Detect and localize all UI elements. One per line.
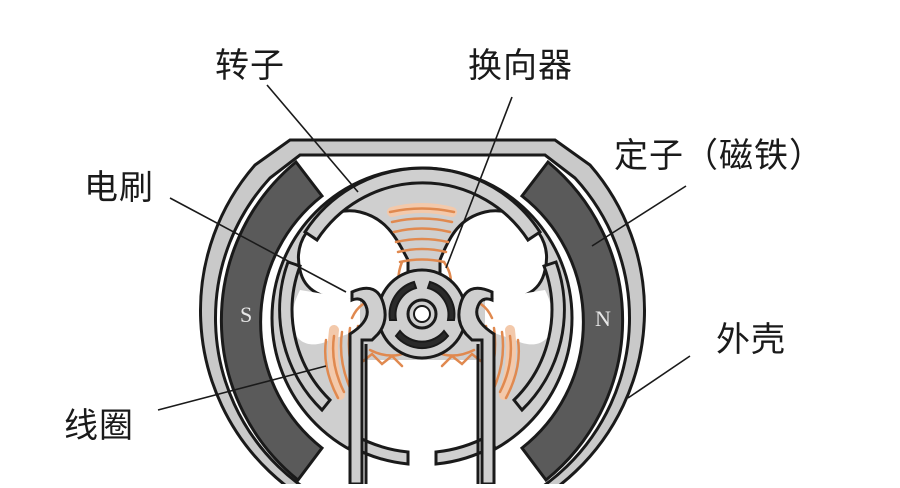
label-commutator: 换向器: [468, 46, 573, 86]
leader-commutator: [445, 96, 513, 269]
pole-north-letter: N: [595, 306, 611, 331]
leader-rotor: [266, 84, 359, 193]
magnet-north: [519, 159, 625, 483]
commutator: [376, 268, 468, 360]
label-brush: 电刷: [84, 168, 154, 208]
leader-stator: [591, 185, 687, 247]
rotor: [270, 166, 574, 484]
label-coil: 线圈: [64, 406, 134, 446]
label-stator: 定子（磁铁）: [614, 136, 824, 176]
label-shell: 外壳: [716, 320, 786, 360]
label-rotor: 转子: [215, 46, 285, 86]
magnet-south: [219, 159, 325, 483]
leader-shell: [627, 355, 691, 399]
leader-coil: [157, 365, 327, 411]
leader-lines: [157, 84, 691, 411]
brushes: [348, 286, 496, 484]
stator-magnets: [219, 159, 625, 483]
pole-south-letter: S: [240, 302, 252, 327]
leader-brush: [169, 197, 347, 293]
